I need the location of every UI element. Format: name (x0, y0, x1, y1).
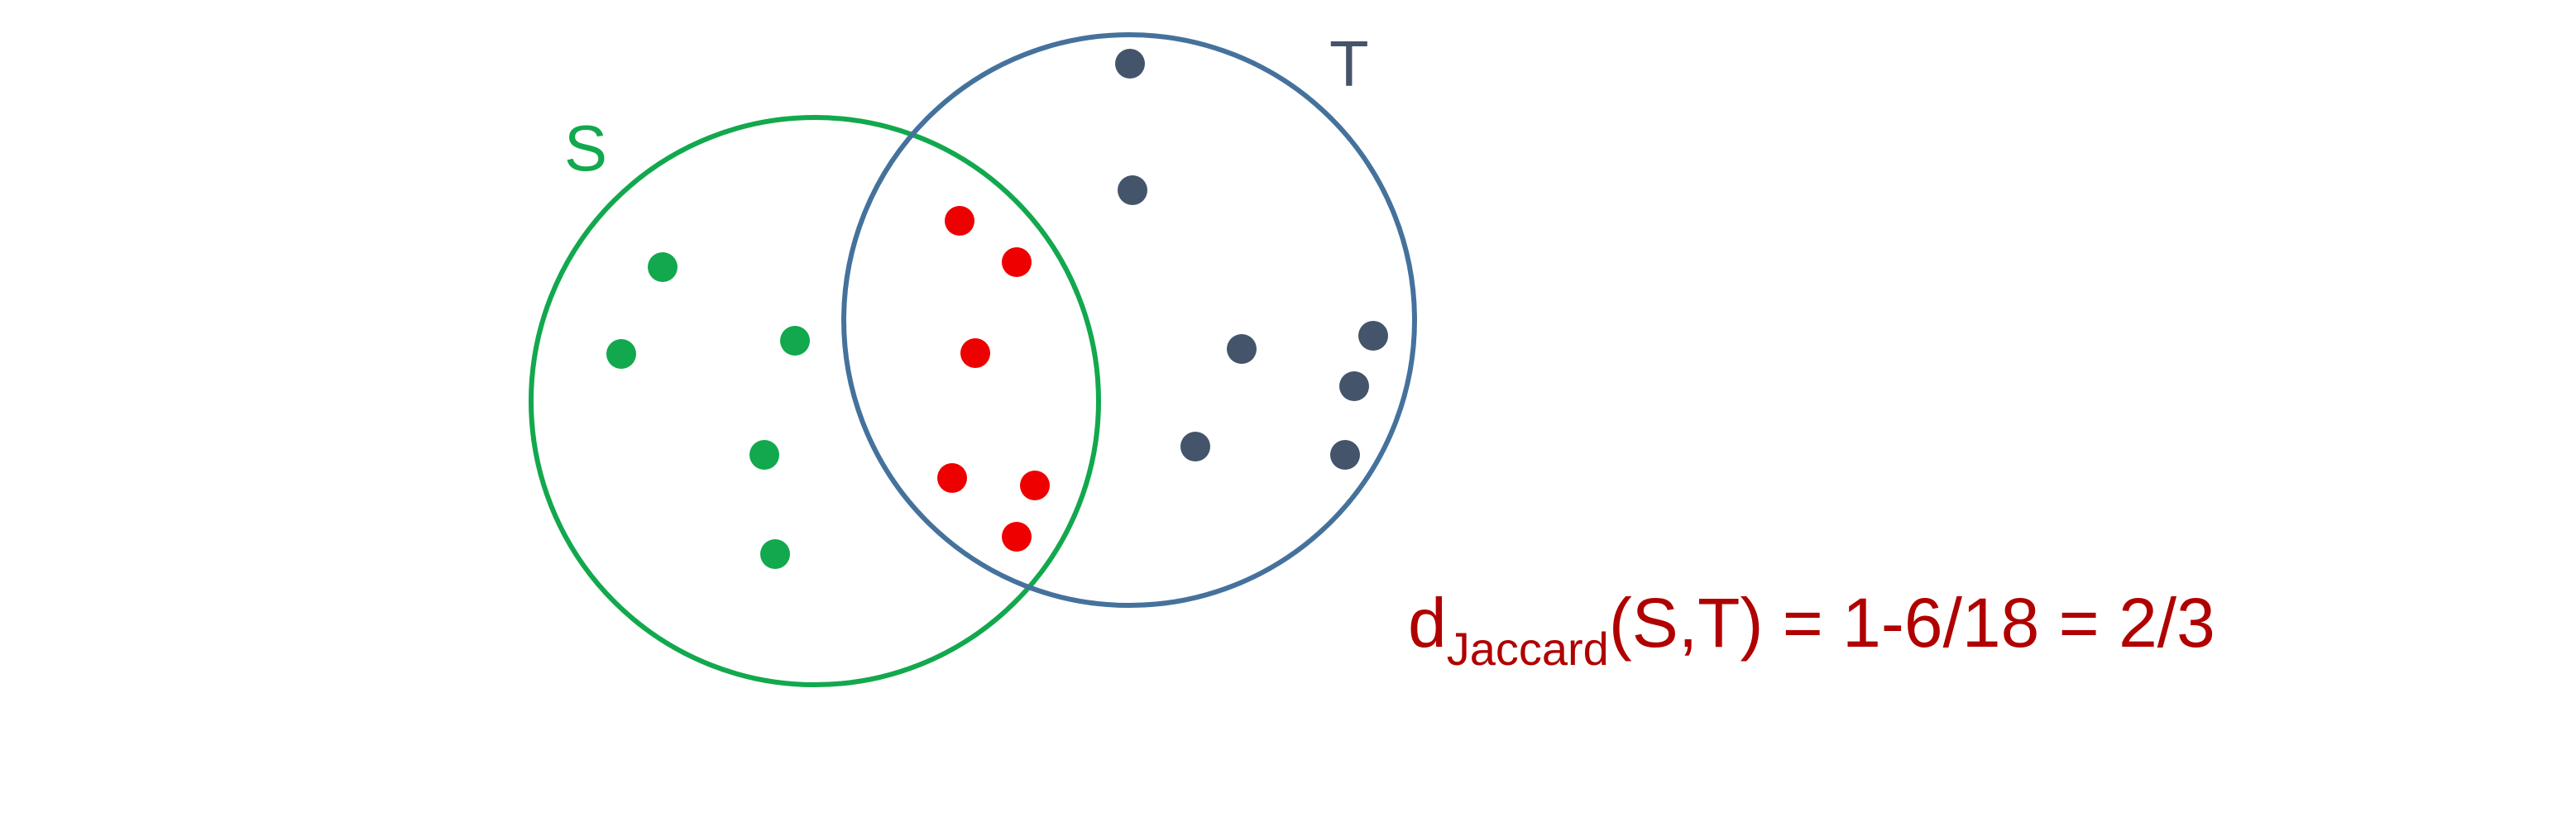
s-only-element-dot (648, 252, 678, 282)
t-only-element-dot (1330, 440, 1360, 470)
t-only-element-dot (1339, 371, 1369, 401)
t-only-element-dot (1115, 49, 1145, 79)
intersection-element-dot (937, 463, 967, 493)
intersection-element-dot (960, 338, 990, 368)
intersection-element-dot (1002, 522, 1032, 552)
t-only-element-dot (1358, 321, 1388, 351)
intersection-elements (937, 206, 1050, 552)
set-s-circle (529, 115, 1101, 687)
intersection-element-dot (1020, 471, 1050, 500)
t-only-element-dot (1227, 334, 1257, 364)
s-only-element-dot (760, 539, 790, 569)
set-s-label: S (564, 112, 607, 184)
s-only-element-dot (606, 339, 636, 369)
t-only-element-dot (1180, 432, 1210, 461)
s-only-element-dot (749, 440, 779, 470)
t-only-element-dot (1118, 175, 1147, 205)
t-only-elements (1115, 49, 1388, 470)
s-only-element-dot (780, 326, 810, 356)
set-t-label: T (1329, 27, 1369, 100)
intersection-element-dot (1002, 247, 1032, 277)
formula-main: d (1408, 584, 1447, 662)
formula-rest: (S,T) = 1-6/18 = 2/3 (1609, 584, 2215, 662)
intersection-element-dot (945, 206, 974, 236)
set-t-circle (841, 32, 1417, 608)
formula-subscript: Jaccard (1447, 623, 1609, 675)
s-only-elements (606, 252, 810, 569)
jaccard-distance-formula: dJaccard(S,T) = 1-6/18 = 2/3 (1408, 584, 2215, 675)
